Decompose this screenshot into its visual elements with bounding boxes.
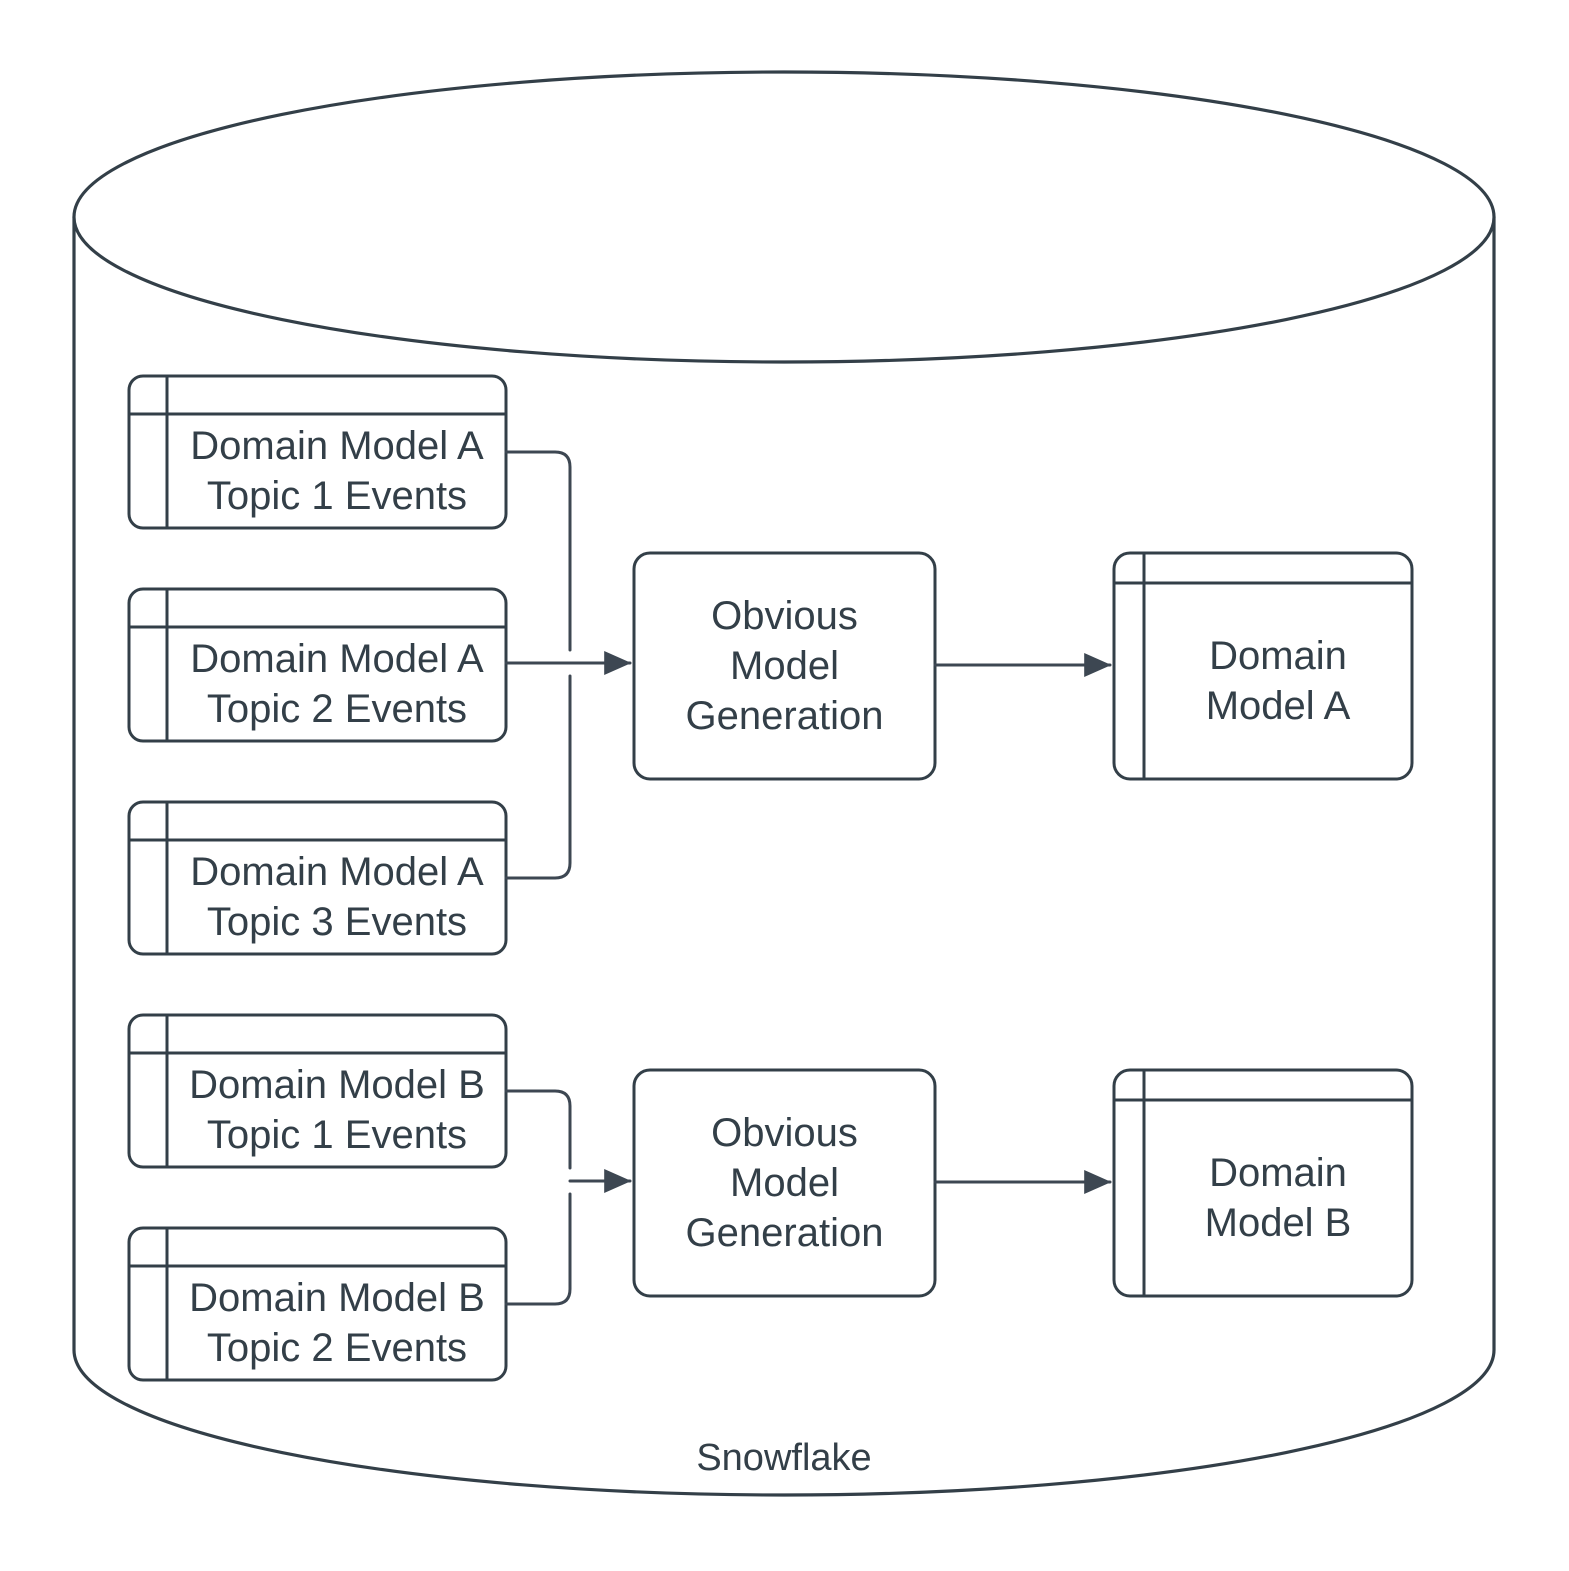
output-table-a[interactable] bbox=[1112, 551, 1414, 781]
source-table-a1[interactable] bbox=[127, 374, 508, 530]
edge-a1-to-process-top bbox=[504, 450, 572, 652]
table-outline bbox=[127, 1226, 508, 1382]
process-box-bottom[interactable] bbox=[632, 1068, 937, 1298]
table-outline bbox=[127, 800, 508, 956]
table-outline bbox=[1112, 551, 1414, 781]
table-outline bbox=[127, 587, 508, 743]
table-outline bbox=[127, 374, 508, 530]
process-box-top[interactable] bbox=[632, 551, 937, 781]
table-outline bbox=[127, 1013, 508, 1169]
source-table-a3[interactable] bbox=[127, 800, 508, 956]
output-table-b[interactable] bbox=[1112, 1068, 1414, 1298]
edge-b1-to-process-bottom bbox=[504, 1089, 572, 1170]
cylinder-label: Snowflake bbox=[696, 1437, 872, 1479]
edge-b2-to-process-bottom bbox=[504, 1192, 572, 1306]
table-outline bbox=[1112, 1068, 1414, 1298]
source-table-b2[interactable] bbox=[127, 1226, 508, 1382]
source-table-a2[interactable] bbox=[127, 587, 508, 743]
cylinder-top-ellipse bbox=[72, 70, 1496, 364]
source-table-b1[interactable] bbox=[127, 1013, 508, 1169]
edge-a3-to-process-top bbox=[504, 674, 572, 880]
